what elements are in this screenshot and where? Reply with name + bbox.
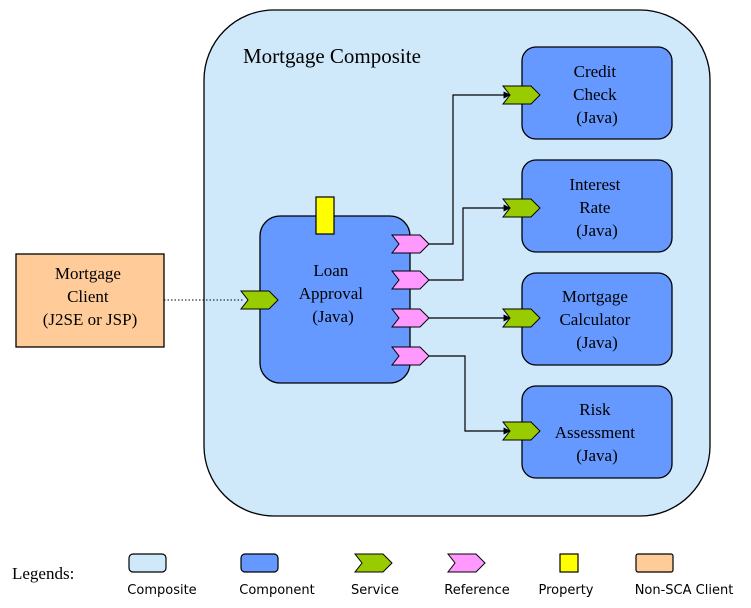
wire-to-risk-assessment: [429, 355, 511, 435]
component-line: Assessment: [555, 423, 636, 442]
client-line: Client: [67, 287, 109, 306]
loan-property: [315, 196, 335, 235]
loan-approval-label: Loan Approval (Java): [299, 261, 367, 326]
legend-reference-label: Reference: [444, 583, 509, 598]
legend-component-swatch: [240, 553, 279, 573]
wire-to-credit-check: [429, 91, 511, 245]
legend-service-icon: [353, 553, 393, 573]
credit-check-service: [501, 85, 541, 105]
risk-assessment-label: Risk Assessment (Java): [555, 400, 640, 465]
risk-assessment-service: [501, 421, 541, 441]
legend-reference-icon: [446, 553, 486, 573]
mortgage-calculator-service: [501, 308, 541, 328]
wire-to-interest-rate: [429, 204, 511, 281]
credit-check-label: Credit Check (Java): [573, 62, 621, 127]
loan-reference-3: [390, 308, 430, 328]
loan-service-icon: [239, 290, 279, 310]
component-line: Interest: [569, 175, 620, 194]
loan-line: (Java): [312, 307, 354, 326]
component-line: Mortgage: [562, 287, 628, 306]
loan-reference-2: [390, 270, 430, 290]
legend-property-swatch: [559, 553, 579, 573]
mortgage-client-label: Mortgage Client (J2SE or JSP): [43, 264, 137, 329]
legend-composite-label: Composite: [127, 583, 196, 598]
component-line: (Java): [576, 333, 618, 352]
loan-line: Approval: [299, 284, 363, 303]
component-line: (Java): [576, 108, 618, 127]
component-line: Check: [573, 85, 617, 104]
loan-reference-4: [390, 346, 430, 366]
loan-reference-1: [390, 234, 430, 254]
client-line: (J2SE or JSP): [43, 310, 137, 329]
mortgage-calculator-label: Mortgage Calculator (Java): [559, 287, 634, 352]
legend-nonsca-swatch: [635, 553, 674, 573]
component-line: (Java): [576, 446, 618, 465]
mortgage-client-box: [15, 253, 165, 348]
loan-line: Loan: [313, 261, 348, 280]
component-line: Rate: [579, 198, 610, 217]
client-line: Mortgage: [55, 264, 121, 283]
component-line: Credit: [574, 62, 617, 81]
component-line: Risk: [579, 400, 611, 419]
legend-composite-swatch: [128, 553, 167, 573]
component-line: (Java): [576, 221, 618, 240]
legend-property-label: Property: [538, 583, 593, 598]
legend-title: Legends:: [12, 564, 74, 583]
legend-nonsca-label: Non-SCA Client: [635, 583, 734, 598]
interest-rate-label: Interest Rate (Java): [569, 175, 624, 240]
composite-title: Mortgage Composite: [243, 44, 421, 68]
component-line: Calculator: [559, 310, 630, 329]
legend-service-label: Service: [351, 583, 399, 598]
interest-rate-service: [501, 198, 541, 218]
legend-component-label: Component: [239, 583, 314, 598]
